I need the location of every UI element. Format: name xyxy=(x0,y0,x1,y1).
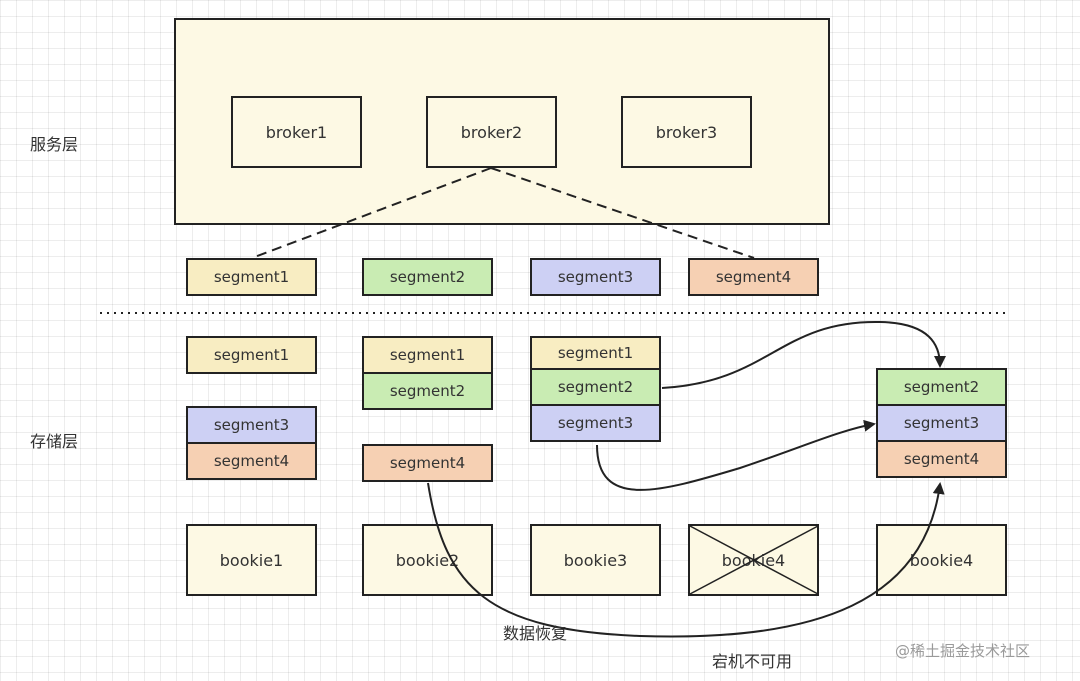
stored-segment4: segment4 xyxy=(362,444,493,482)
bookie3-box: bookie3 xyxy=(530,524,661,596)
new-bookie4-stack: segment2 segment3 segment4 xyxy=(876,368,1007,478)
assigned-segment3: segment3 xyxy=(530,258,661,296)
service-layer-label: 服务层 xyxy=(30,135,79,154)
recovered-segment2: segment2 xyxy=(876,368,1007,406)
node-down-label: 宕机不可用 xyxy=(712,652,793,671)
new-bookie4-box: bookie4 xyxy=(876,524,1007,596)
assigned-segment2: segment2 xyxy=(362,258,493,296)
assigned-segment4: segment4 xyxy=(688,258,819,296)
bookie2-box: bookie2 xyxy=(362,524,493,596)
broker2-to-segment1-dashed-line xyxy=(251,167,492,259)
recovered-segment4: segment4 xyxy=(876,440,1007,478)
broker1-box: broker1 xyxy=(231,96,362,168)
watermark: @稀土掘金技术社区 xyxy=(895,642,1031,660)
broker2-box: broker2 xyxy=(426,96,557,168)
broker3-box: broker3 xyxy=(621,96,752,168)
storage-layer-label: 存储层 xyxy=(30,432,79,451)
data-recovery-label: 数据恢复 xyxy=(503,624,568,643)
stored-segment1: segment1 xyxy=(362,336,493,374)
recover-segment2-arrow xyxy=(661,320,946,389)
bookie2-stack-top: segment1 segment2 xyxy=(362,336,493,410)
recover-segment4-arrow xyxy=(427,482,945,638)
bookie3-stack: segment1 segment2 segment3 xyxy=(530,336,661,442)
stored-segment3: segment3 xyxy=(530,404,661,442)
failed-bookie-cross-line xyxy=(689,525,819,595)
stored-segment1: segment1 xyxy=(186,336,317,374)
stored-segment2: segment2 xyxy=(362,372,493,410)
assigned-segment1: segment1 xyxy=(186,258,317,296)
stored-segment1: segment1 xyxy=(530,336,661,370)
broker2-to-segment4-dashed-line xyxy=(490,167,755,259)
bookie1-stack-top: segment1 xyxy=(186,336,317,374)
recover-segment3-arrow xyxy=(596,419,876,491)
bookie1-stack-bottom: segment3 segment4 xyxy=(186,406,317,480)
stored-segment4: segment4 xyxy=(186,442,317,480)
bookie1-box: bookie1 xyxy=(186,524,317,596)
bookie2-stack-bottom: segment4 xyxy=(362,444,493,482)
